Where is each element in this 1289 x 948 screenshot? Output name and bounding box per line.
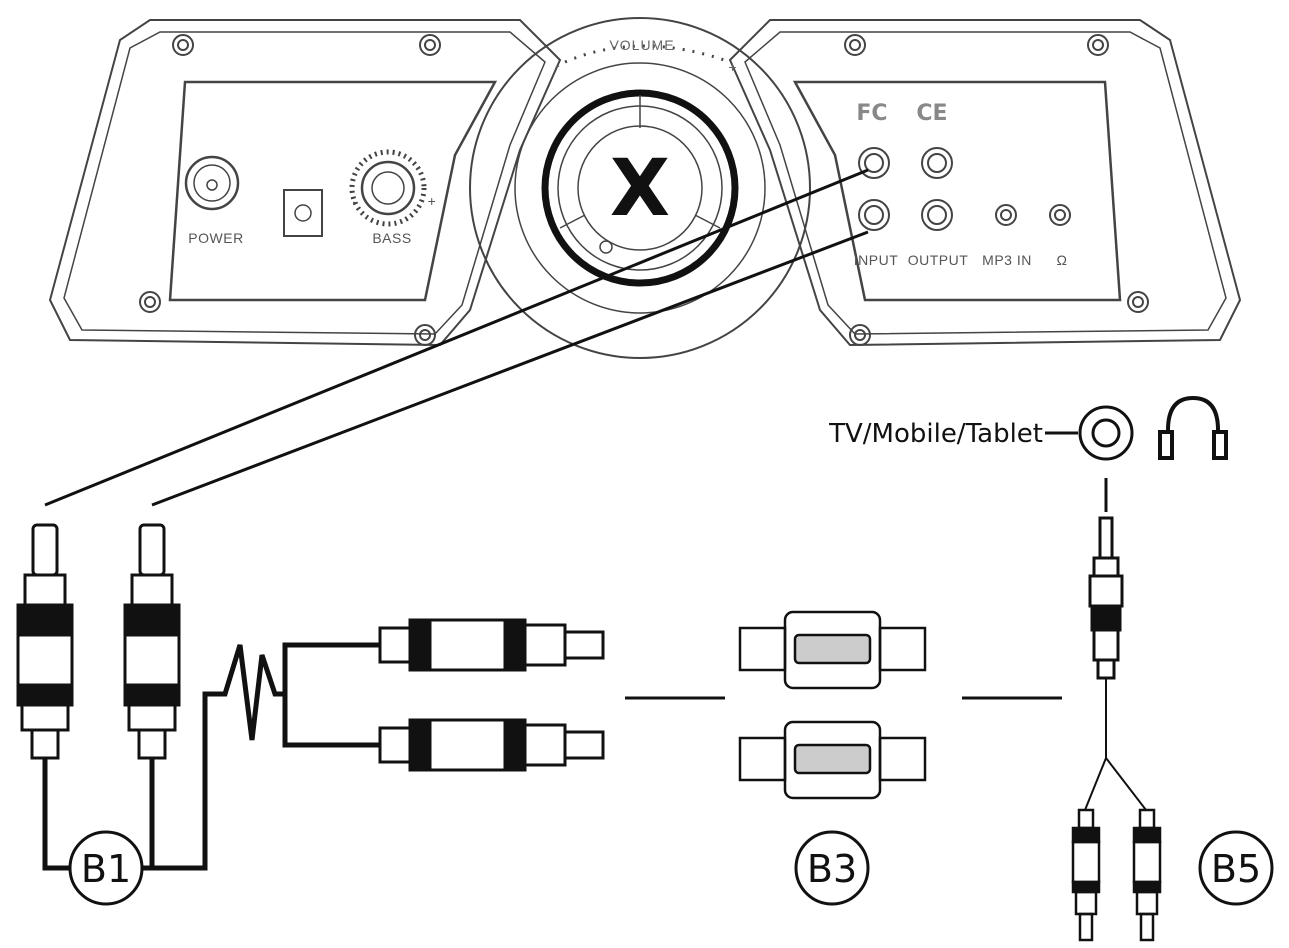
- b1-cable-wires: [42, 642, 380, 871]
- headphone-jack[interactable]: [1049, 204, 1071, 226]
- source-jack-icon: [1045, 405, 1134, 461]
- bass-minus: -: [352, 193, 357, 209]
- b5-split-cable: [1084, 678, 1147, 811]
- b5-badge: [1198, 830, 1274, 906]
- rca-plug-right: [123, 523, 181, 760]
- b5-rca-plug-right: [1132, 808, 1162, 942]
- volume-label: VOLUME: [609, 37, 674, 53]
- connector-line-bottom: [151, 230, 869, 507]
- screw-icon: [849, 324, 871, 346]
- screw-icon: [414, 324, 436, 346]
- screw-icon: [1087, 34, 1109, 56]
- dc-in-port: [283, 189, 323, 237]
- volume-knob[interactable]: [541, 89, 739, 287]
- volume-dial-outer: [469, 17, 811, 359]
- mp3-in-jack[interactable]: [995, 204, 1017, 226]
- screw-icon: [844, 34, 866, 56]
- screw-icon: [1127, 291, 1149, 313]
- b1-label: B1: [81, 847, 131, 891]
- rca-coupler-bottom: [738, 720, 927, 800]
- power-icon: [206, 179, 218, 191]
- rca-plug-horizontal-top: [378, 618, 605, 672]
- ce-mark: CE: [916, 101, 947, 126]
- connector-line-top: [44, 168, 869, 507]
- rca-plug-horizontal-bottom: [378, 718, 605, 772]
- b5-rca-plug-left: [1071, 808, 1101, 942]
- screw-icon: [139, 291, 161, 313]
- input-jack[interactable]: [858, 199, 890, 231]
- left-housing-inner: [168, 80, 498, 302]
- bass-label: BASS: [372, 230, 411, 246]
- mp3-in-label: MP3 IN: [982, 252, 1032, 268]
- screw-icon: [172, 34, 194, 56]
- connection-lines: [44, 168, 869, 507]
- bass-plus: +: [428, 193, 437, 209]
- output-label: OUTPUT: [908, 252, 969, 268]
- b1-badge: [68, 830, 144, 906]
- brand-logo: X: [610, 144, 670, 234]
- screw-icon: [419, 34, 441, 56]
- rca-plug-left: [16, 523, 74, 760]
- b3-label: B3: [807, 847, 857, 891]
- input-label: INPUT: [854, 252, 899, 268]
- bass-knob[interactable]: [360, 160, 416, 216]
- b5-label: B5: [1211, 847, 1261, 891]
- headphone-label: Ω: [1057, 252, 1068, 268]
- source-device-label: TV/Mobile/Tablet: [828, 419, 1043, 449]
- rca-jack-top-right: [921, 147, 953, 179]
- output-jack[interactable]: [921, 199, 953, 231]
- volume-minus: -: [555, 57, 561, 73]
- speaker-unit: [48, 17, 1242, 359]
- right-housing: [728, 19, 1242, 347]
- volume-plus: +: [728, 59, 737, 75]
- headphones-icon: [1158, 395, 1228, 460]
- minijack-plug: [1088, 478, 1124, 680]
- fcc-mark: FC: [856, 101, 887, 126]
- power-label: POWER: [188, 230, 243, 246]
- right-housing-inner: [792, 80, 1122, 302]
- left-housing: [48, 19, 562, 347]
- rca-jack-top-left: [858, 147, 890, 179]
- b3-badge: [794, 830, 870, 906]
- power-button[interactable]: [184, 155, 240, 211]
- rca-coupler-top: [738, 610, 927, 690]
